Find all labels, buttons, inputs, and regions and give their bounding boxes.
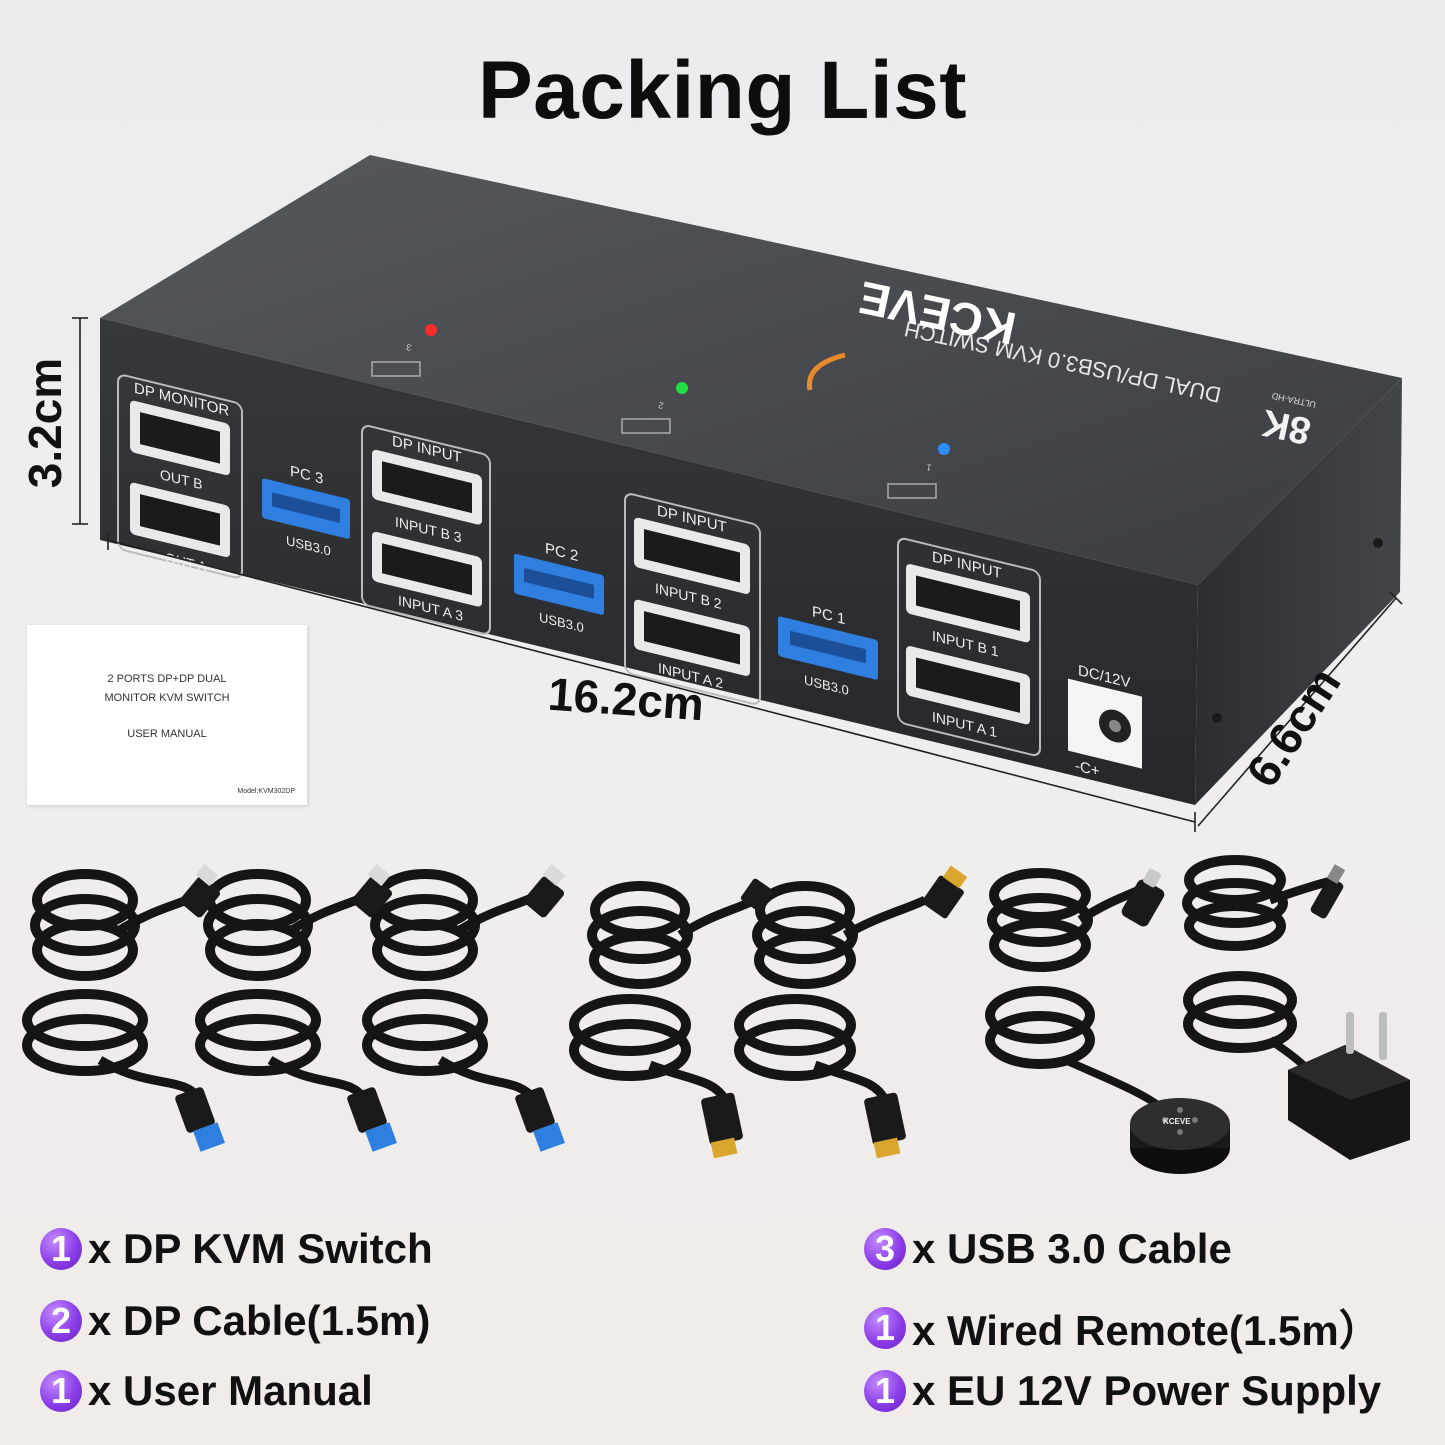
manual-line-3: USER MANUAL xyxy=(127,728,207,740)
led-number-3: 3 xyxy=(405,342,412,353)
usb-c-plug-icon xyxy=(1121,879,1165,927)
kvm-side-face xyxy=(1195,378,1402,805)
quantity-badge: 1 xyxy=(40,1370,82,1412)
barrel-plug-icon xyxy=(1310,877,1344,919)
manual-line-2: MONITOR KVM SWITCH xyxy=(104,692,230,704)
power-cable xyxy=(1182,855,1337,1088)
dp-plug-icons xyxy=(701,865,968,1159)
eu-power-adapter-icon xyxy=(1288,1012,1410,1160)
item-label: x USB 3.0 Cable xyxy=(912,1225,1232,1272)
led-pc3 xyxy=(425,324,437,336)
list-item: 1 x User Manual xyxy=(40,1367,373,1415)
usb-cable-2 xyxy=(195,869,378,1103)
dimension-height: 3.2cm xyxy=(19,357,72,489)
remote-brand-label: KCEVE xyxy=(1163,1117,1191,1126)
dimension-length: 16.2cm xyxy=(546,667,706,731)
item-label: x DP KVM Switch xyxy=(88,1225,433,1272)
quantity-badge: 1 xyxy=(864,1306,906,1349)
item-label: x DP Cable(1.5m) xyxy=(88,1297,431,1344)
quantity-badge: 1 xyxy=(40,1228,82,1270)
kvm-badge-8k: 8K xyxy=(1258,401,1315,452)
usb-cable-1 xyxy=(22,869,208,1103)
led-pc1 xyxy=(938,443,950,455)
user-manual-booklet: 2 PORTS DP+DP DUAL MONITOR KVM SWITCH US… xyxy=(27,625,307,805)
page-title: Packing List xyxy=(477,45,968,136)
dp-cable-2 xyxy=(734,881,928,1103)
manual-line-1: 2 PORTS DP+DP DUAL xyxy=(107,673,227,685)
quantity-badge: 2 xyxy=(40,1300,82,1342)
quantity-badge: 1 xyxy=(864,1370,906,1412)
led-pc2 xyxy=(676,382,688,394)
quantity-badge: 3 xyxy=(864,1228,906,1270)
dp-cable-1 xyxy=(569,881,758,1103)
manual-model: Model:KVM302DP xyxy=(237,788,295,795)
list-item: 1 x EU 12V Power Supply xyxy=(864,1367,1381,1415)
led-number-1: 1 xyxy=(925,462,932,473)
power-polarity: -C+ xyxy=(1075,757,1100,780)
led-number-2: 2 xyxy=(657,400,664,411)
list-item: 1 x DP KVM Switch xyxy=(40,1225,433,1273)
wired-remote-icon: KCEVE xyxy=(1130,1098,1230,1174)
list-item: 2 x DP Cable(1.5m) xyxy=(40,1297,430,1345)
kvm-top-face xyxy=(100,155,1402,585)
item-label: x EU 12V Power Supply xyxy=(912,1367,1382,1414)
item-label: x User Manual xyxy=(88,1367,373,1414)
list-item: 3 x USB 3.0 Cable xyxy=(864,1225,1232,1273)
usb-cable-3 xyxy=(362,869,548,1104)
list-item: 1 x Wired Remote(1.5m） xyxy=(864,1297,1381,1358)
item-label: x Wired Remote(1.5m） xyxy=(912,1307,1381,1354)
usb-plug-icons xyxy=(175,863,566,1152)
